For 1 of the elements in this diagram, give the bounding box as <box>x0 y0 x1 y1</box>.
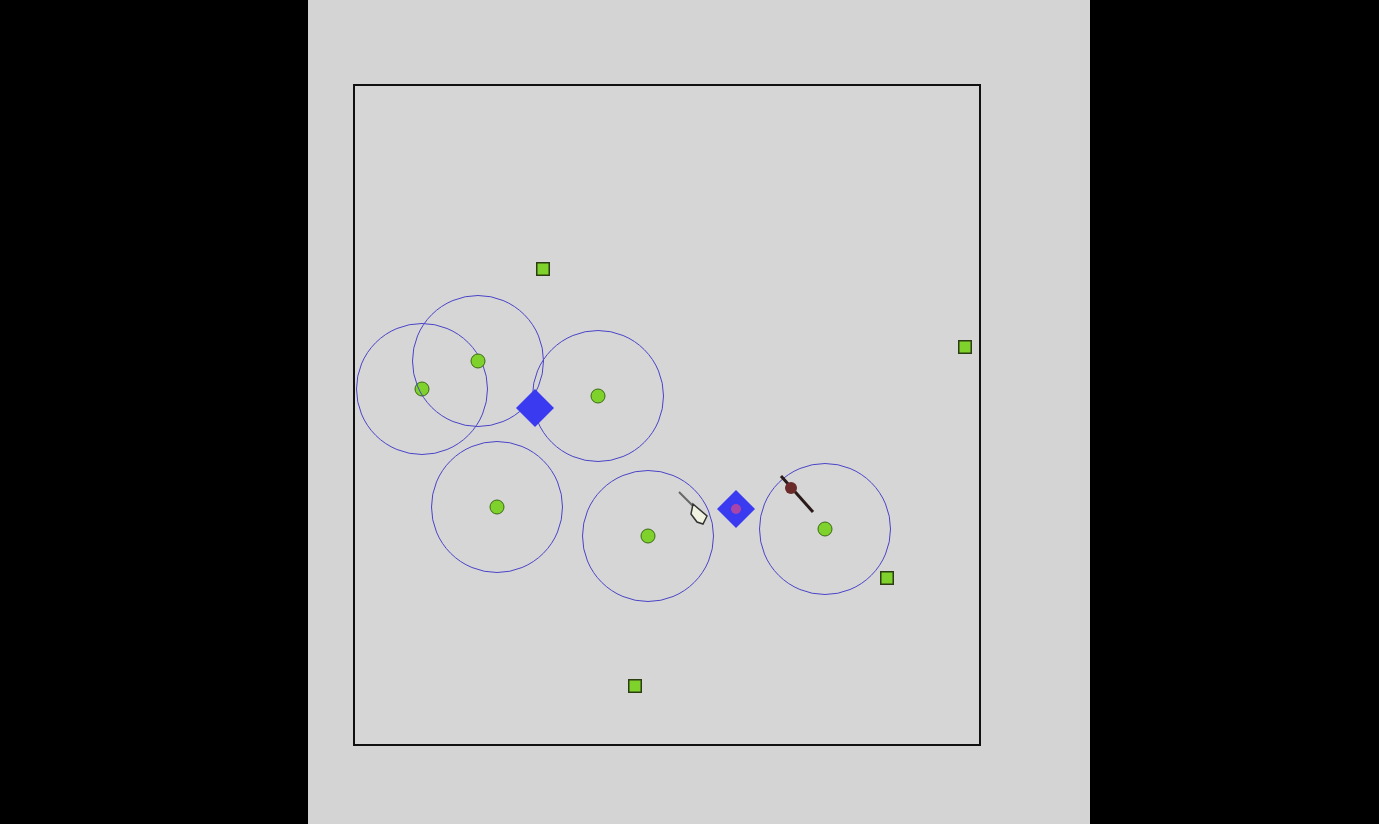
arena-frame <box>353 84 981 746</box>
